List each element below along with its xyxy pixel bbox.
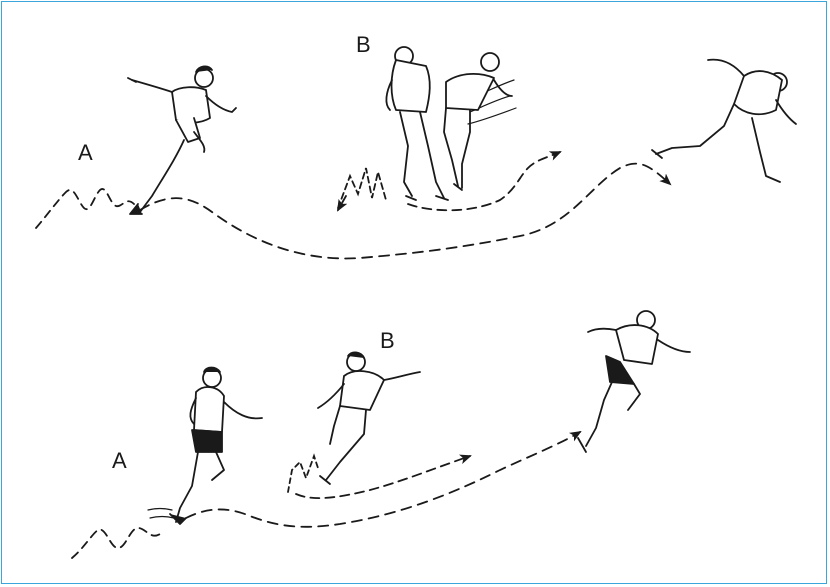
label-top-b: B [356, 34, 371, 56]
top-dribble-path-a [36, 189, 134, 228]
top-receiver [652, 60, 796, 182]
label-bottom-b: B [380, 330, 395, 352]
bottom-zigzag-b [288, 456, 318, 492]
top-player-a [128, 66, 236, 214]
bottom-player-a [170, 368, 262, 525]
top-drill [36, 80, 670, 258]
bottom-drill [72, 432, 580, 558]
label-bottom-a: A [112, 450, 127, 472]
bottom-dribble-path-a [72, 528, 160, 558]
bottom-run-path [186, 432, 580, 527]
top-zigzag-b [338, 168, 386, 208]
top-player-b [386, 47, 448, 200]
bottom-receiver [578, 311, 690, 452]
bottom-player-b [318, 352, 420, 484]
label-top-a: A [78, 142, 93, 164]
